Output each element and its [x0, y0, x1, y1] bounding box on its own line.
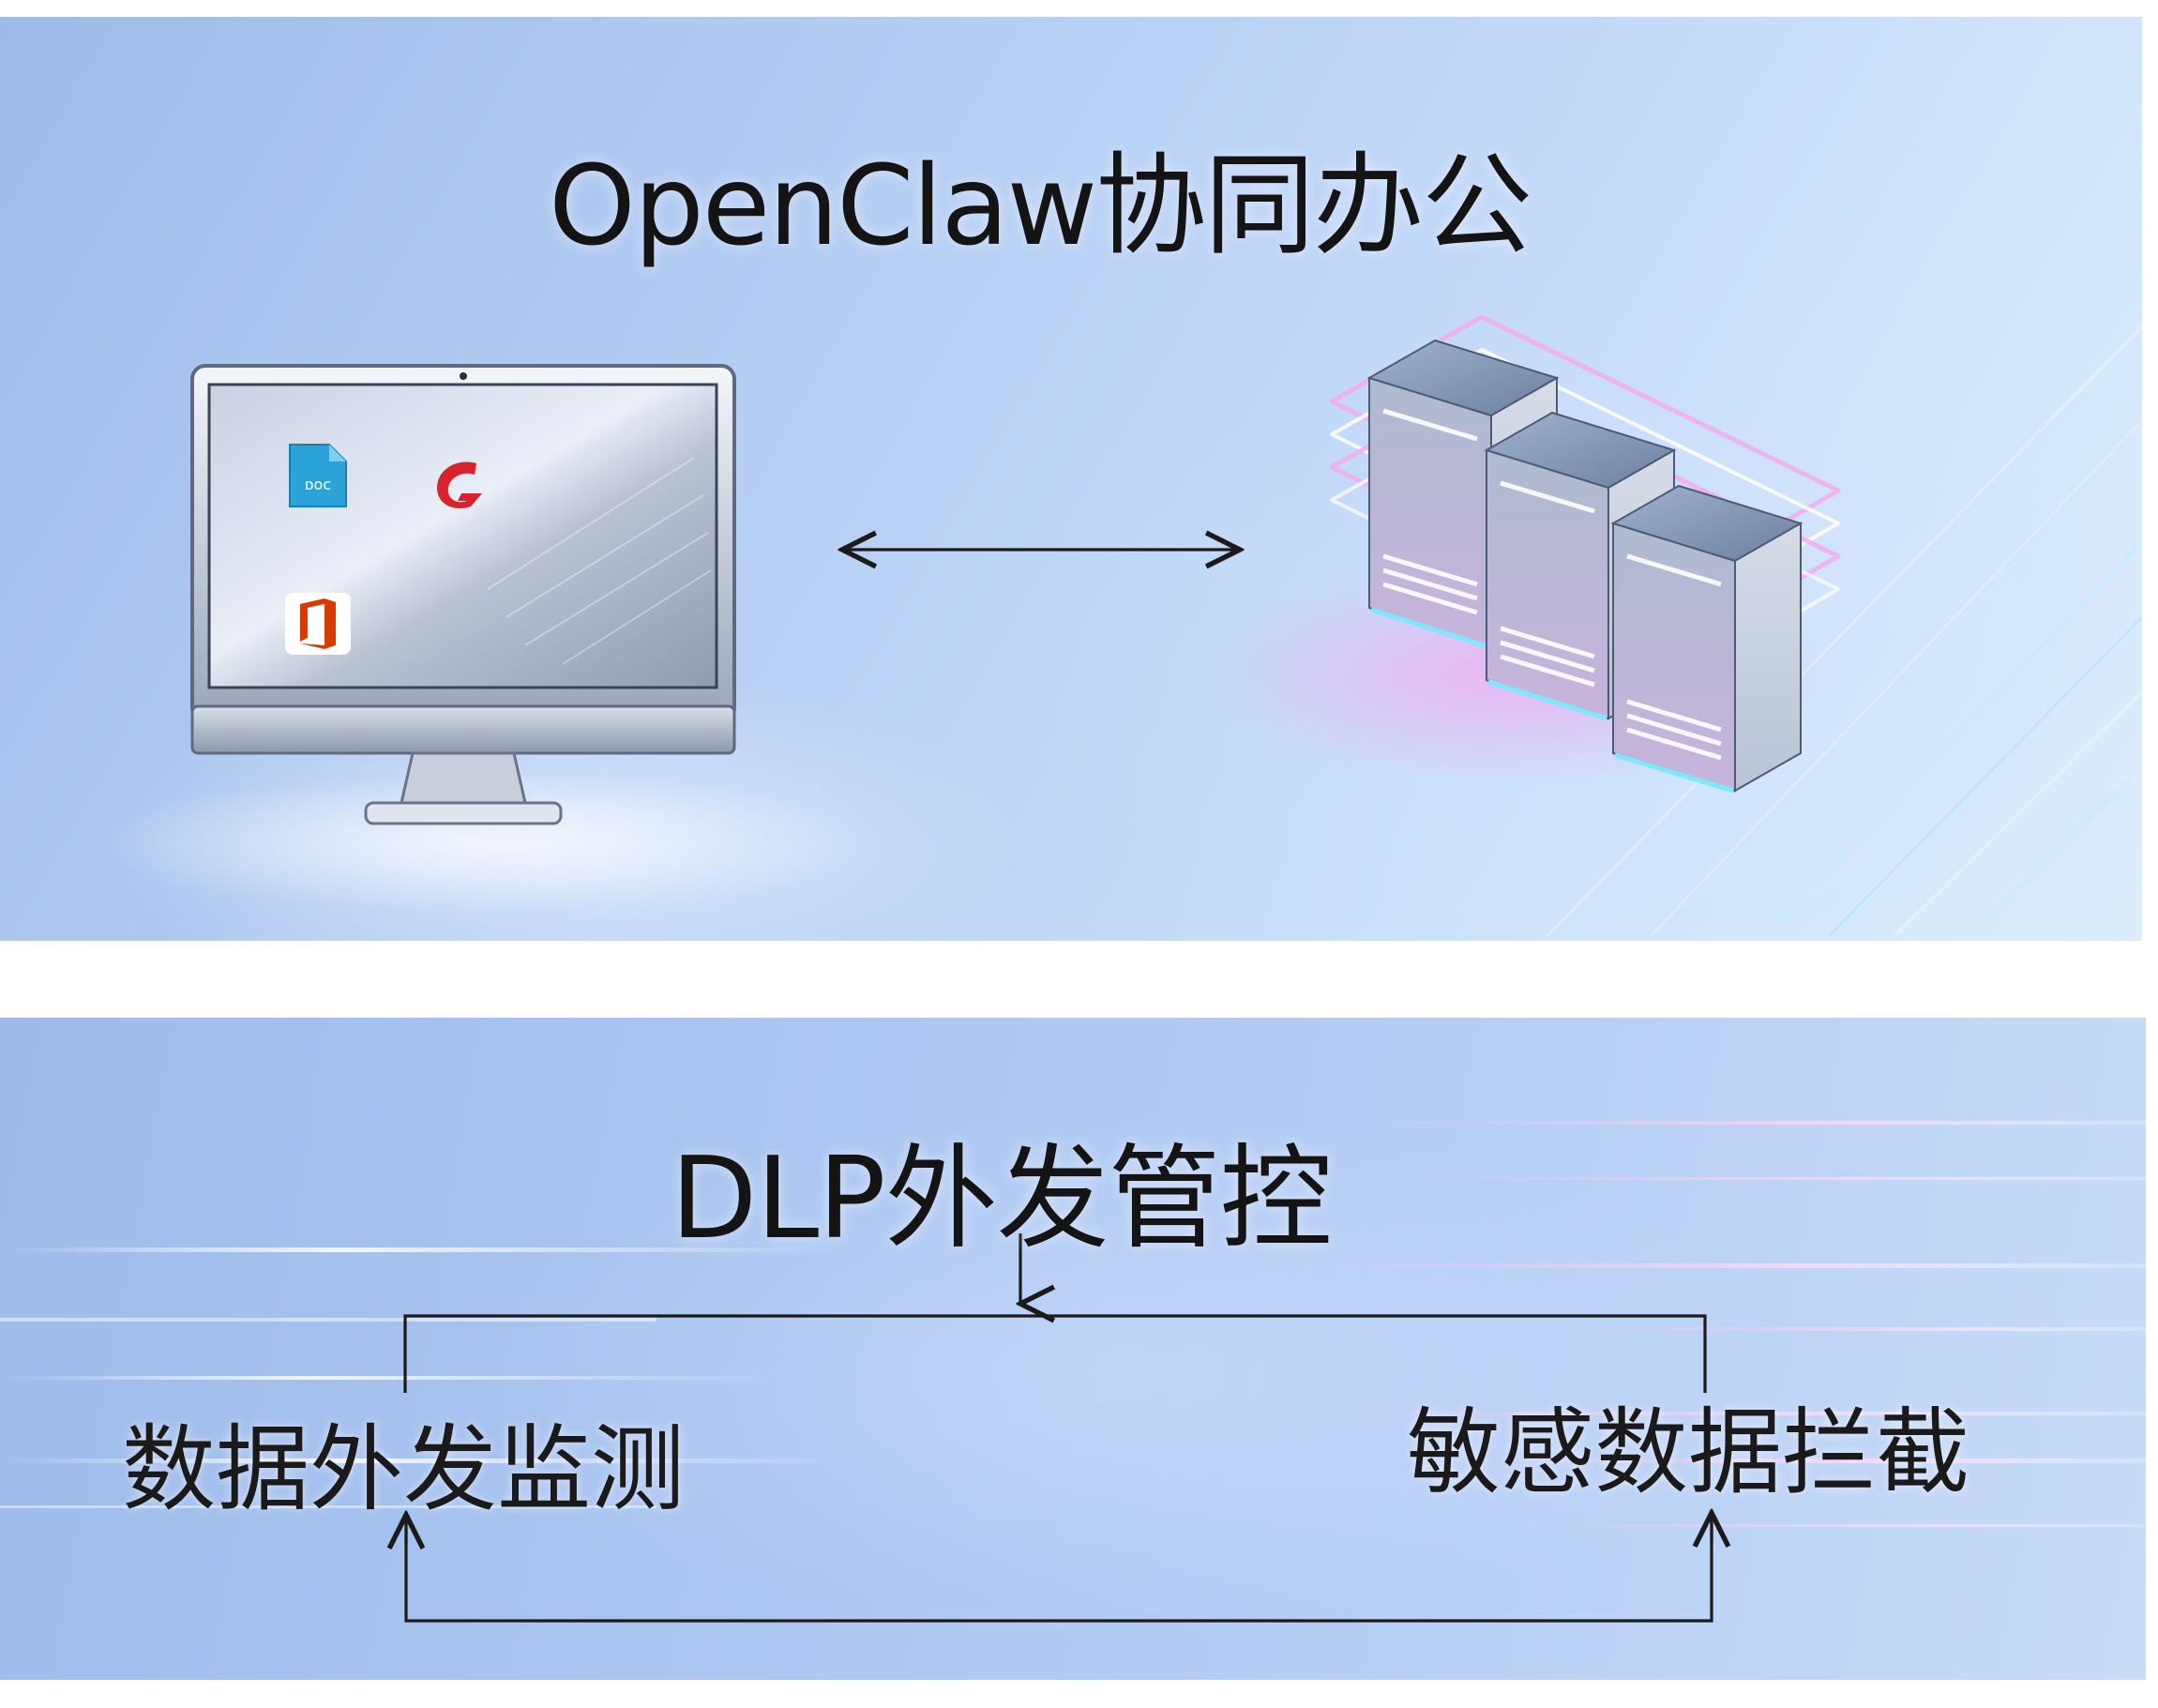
desktop-monitor: [190, 364, 736, 825]
document-icon[interactable]: ᴅᴏᴄ: [286, 441, 350, 510]
bottom-feedback-line: [404, 1517, 1713, 1623]
svg-text:ᴅᴏᴄ: ᴅᴏᴄ: [305, 476, 331, 493]
bottom-panel: DLP外发管控 数据外发监测 敏感数据拦截: [0, 1018, 2146, 1680]
flow-connectors: [403, 1233, 1713, 1623]
server-unit: [1610, 484, 1803, 794]
node-sensitive-data-blocking: 敏感数据拦截: [1407, 1398, 1969, 1507]
light-streaks: [0, 1121, 2146, 1527]
app-logo-icon[interactable]: [430, 456, 491, 516]
bottom-panel-graphics: [0, 1121, 2146, 1623]
top-panel-title: OpenClaw协同办公: [549, 141, 1532, 270]
top-panel: ᴅᴏᴄ OpenClaw协同办公: [0, 17, 2142, 941]
top-bracket-line: [403, 1314, 1707, 1393]
node-data-outbound-monitoring: 数据外发监测: [122, 1414, 685, 1524]
bottom-panel-title: DLP外发管控: [671, 1134, 1333, 1264]
monitor-reflection: [94, 772, 882, 913]
top-panel-graphics: [94, 314, 2142, 938]
light-streaks: [1546, 325, 2142, 938]
office-icon[interactable]: [283, 591, 353, 657]
